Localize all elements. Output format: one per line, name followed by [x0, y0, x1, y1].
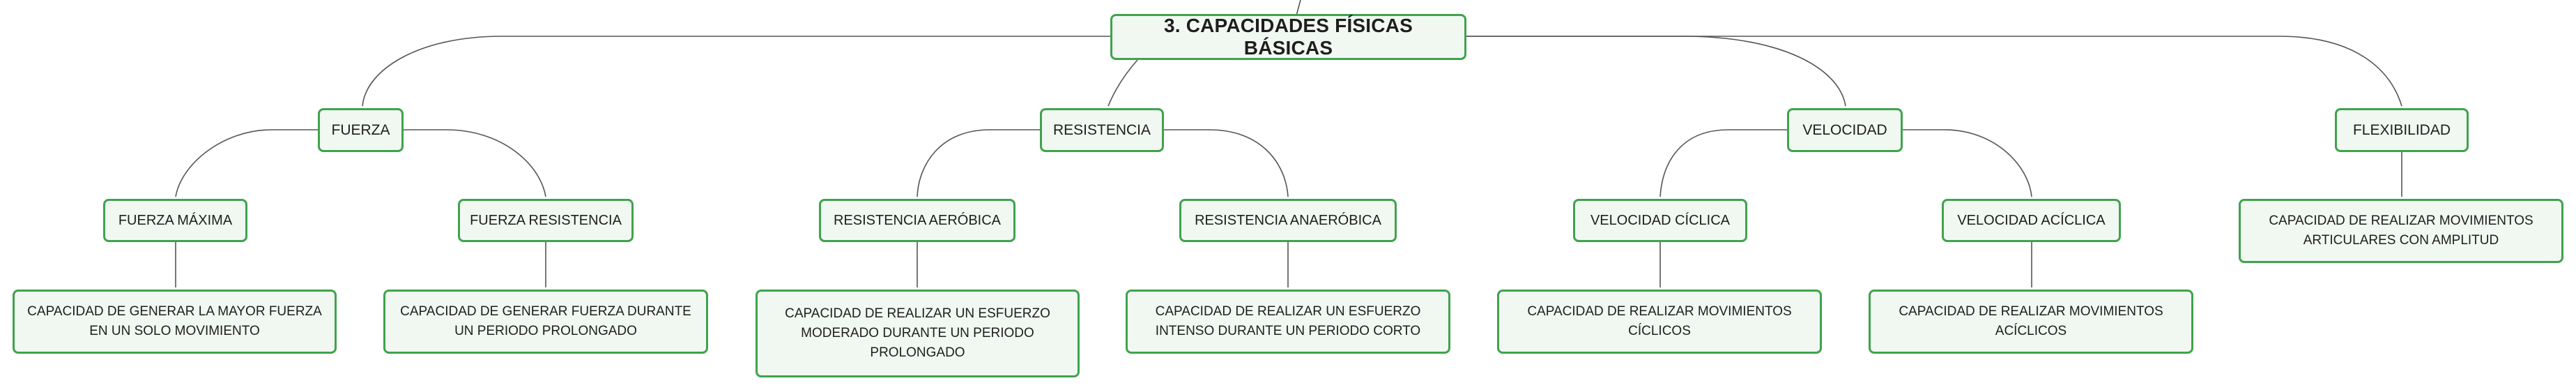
connector-root-parent: [1296, 0, 1301, 16]
connector-resistencia-anaerobica: [1164, 129, 1289, 197]
description-text: CAPACIDAD DE REALIZAR UN ESFUERZO INTENS…: [1155, 304, 1421, 338]
description-text: CAPACIDAD DE REALIZAR MOVIMIENTOS ARTICU…: [2269, 213, 2533, 248]
description-text: CAPACIDAD DE REALIZAR UN ESFUERZO MODERA…: [785, 306, 1050, 360]
connector-velocidad-aciclica: [1903, 129, 2032, 197]
description-fuerza-resistencia[interactable]: CAPACIDAD DE GENERAR FUERZA DURANTE UN P…: [383, 290, 708, 354]
category-fuerza[interactable]: FUERZA: [318, 108, 404, 152]
description-velocidad-aciclica[interactable]: CAPACIDAD DE REALIZAR MOVIMIENTOS ACÍCLI…: [1869, 290, 2193, 354]
connector-root-fuerza: [362, 36, 1112, 107]
description-flexibilidad[interactable]: CAPACIDAD DE REALIZAR MOVIMIENTOS ARTICU…: [2239, 199, 2563, 263]
subtype-velocidad-ciclica[interactable]: VELOCIDAD CÍCLICA: [1573, 199, 1747, 242]
connector-root-resistencia: [1107, 59, 1138, 107]
subtype-label: RESISTENCIA AERÓBICA: [833, 212, 1002, 228]
subtype-resistencia-aerobica[interactable]: RESISTENCIA AERÓBICA: [819, 199, 1015, 242]
category-label: RESISTENCIA: [1052, 121, 1151, 138]
description-text: CAPACIDAD DE GENERAR LA MAYOR FUERZA EN …: [27, 304, 322, 338]
description-text: CAPACIDAD DE REALIZAR MOVIMIENTOS ACÍCLI…: [1899, 304, 2163, 338]
connector-resistencia-aerobica: [917, 129, 1040, 197]
connector-root-flexibilidad: [1466, 36, 2402, 107]
description-resistencia-aerobica[interactable]: CAPACIDAD DE REALIZAR UN ESFUERZO MODERA…: [756, 290, 1080, 377]
connector-velocidad-ciclica: [1659, 129, 1787, 197]
subtype-label: RESISTENCIA ANAERÓBICA: [1195, 212, 1381, 228]
description-velocidad-ciclica[interactable]: CAPACIDAD DE REALIZAR MOVIMIENTOS CÍCLIC…: [1497, 290, 1822, 354]
subtype-label: FUERZA MÁXIMA: [118, 212, 233, 228]
subtype-label: VELOCIDAD ACÍCLICA: [1957, 212, 2106, 228]
description-resistencia-anaerobica[interactable]: CAPACIDAD DE REALIZAR UN ESFUERZO INTENS…: [1126, 290, 1450, 354]
subtype-fuerza-maxima[interactable]: FUERZA MÁXIMA: [103, 199, 247, 242]
description-text: CAPACIDAD DE REALIZAR MOVIMIENTOS CÍCLIC…: [1527, 304, 1792, 338]
category-resistencia[interactable]: RESISTENCIA: [1040, 108, 1164, 152]
subtype-label: FUERZA RESISTENCIA: [470, 212, 622, 228]
description-text: CAPACIDAD DE GENERAR FUERZA DURANTE UN P…: [400, 304, 691, 338]
subtype-velocidad-aciclica[interactable]: VELOCIDAD ACÍCLICA: [1942, 199, 2121, 242]
subtype-fuerza-resistencia[interactable]: FUERZA RESISTENCIA: [458, 199, 634, 242]
category-velocidad[interactable]: VELOCIDAD: [1787, 108, 1903, 152]
subtype-resistencia-anaerobica[interactable]: RESISTENCIA ANAERÓBICA: [1179, 199, 1397, 242]
subtype-label: VELOCIDAD CÍCLICA: [1590, 212, 1731, 228]
category-label: FLEXIBILIDAD: [2352, 121, 2451, 138]
category-label: FUERZA: [331, 121, 390, 138]
connector-root-velocidad: [1466, 36, 1846, 107]
category-flexibilidad[interactable]: FLEXIBILIDAD: [2335, 108, 2469, 152]
category-label: VELOCIDAD: [1802, 121, 1887, 138]
connector-fuerza-resistencia: [404, 129, 546, 197]
root-node[interactable]: 3. CAPACIDADES FÍSICAS BÁSICAS: [1110, 14, 1466, 60]
connector-fuerza-maxima: [175, 129, 318, 197]
root-label: 3. CAPACIDADES FÍSICAS BÁSICAS: [1163, 15, 1413, 59]
description-fuerza-maxima[interactable]: CAPACIDAD DE GENERAR LA MAYOR FUERZA EN …: [13, 290, 337, 354]
